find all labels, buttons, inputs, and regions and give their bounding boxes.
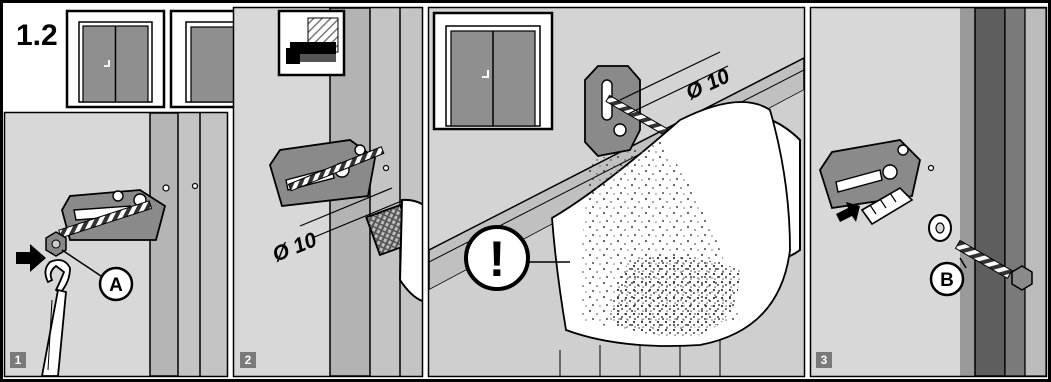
wall-profile-icon: [279, 11, 344, 75]
double-door-icon: [67, 11, 164, 107]
warning-icon: !: [466, 227, 528, 289]
step-number-1: 1: [15, 353, 22, 367]
callout-a-label: A: [109, 275, 123, 296]
callout-b-label: B: [940, 270, 954, 291]
panel-step-3: B: [811, 8, 1046, 376]
warning-symbol: !: [489, 231, 506, 287]
washer-icon: [929, 215, 951, 241]
double-door-icon: [434, 13, 552, 129]
panel-step-1: A: [5, 113, 227, 376]
step-number-2: 2: [245, 353, 252, 367]
section-number: 1.2: [16, 19, 58, 52]
step-number-3: 3: [821, 353, 828, 367]
